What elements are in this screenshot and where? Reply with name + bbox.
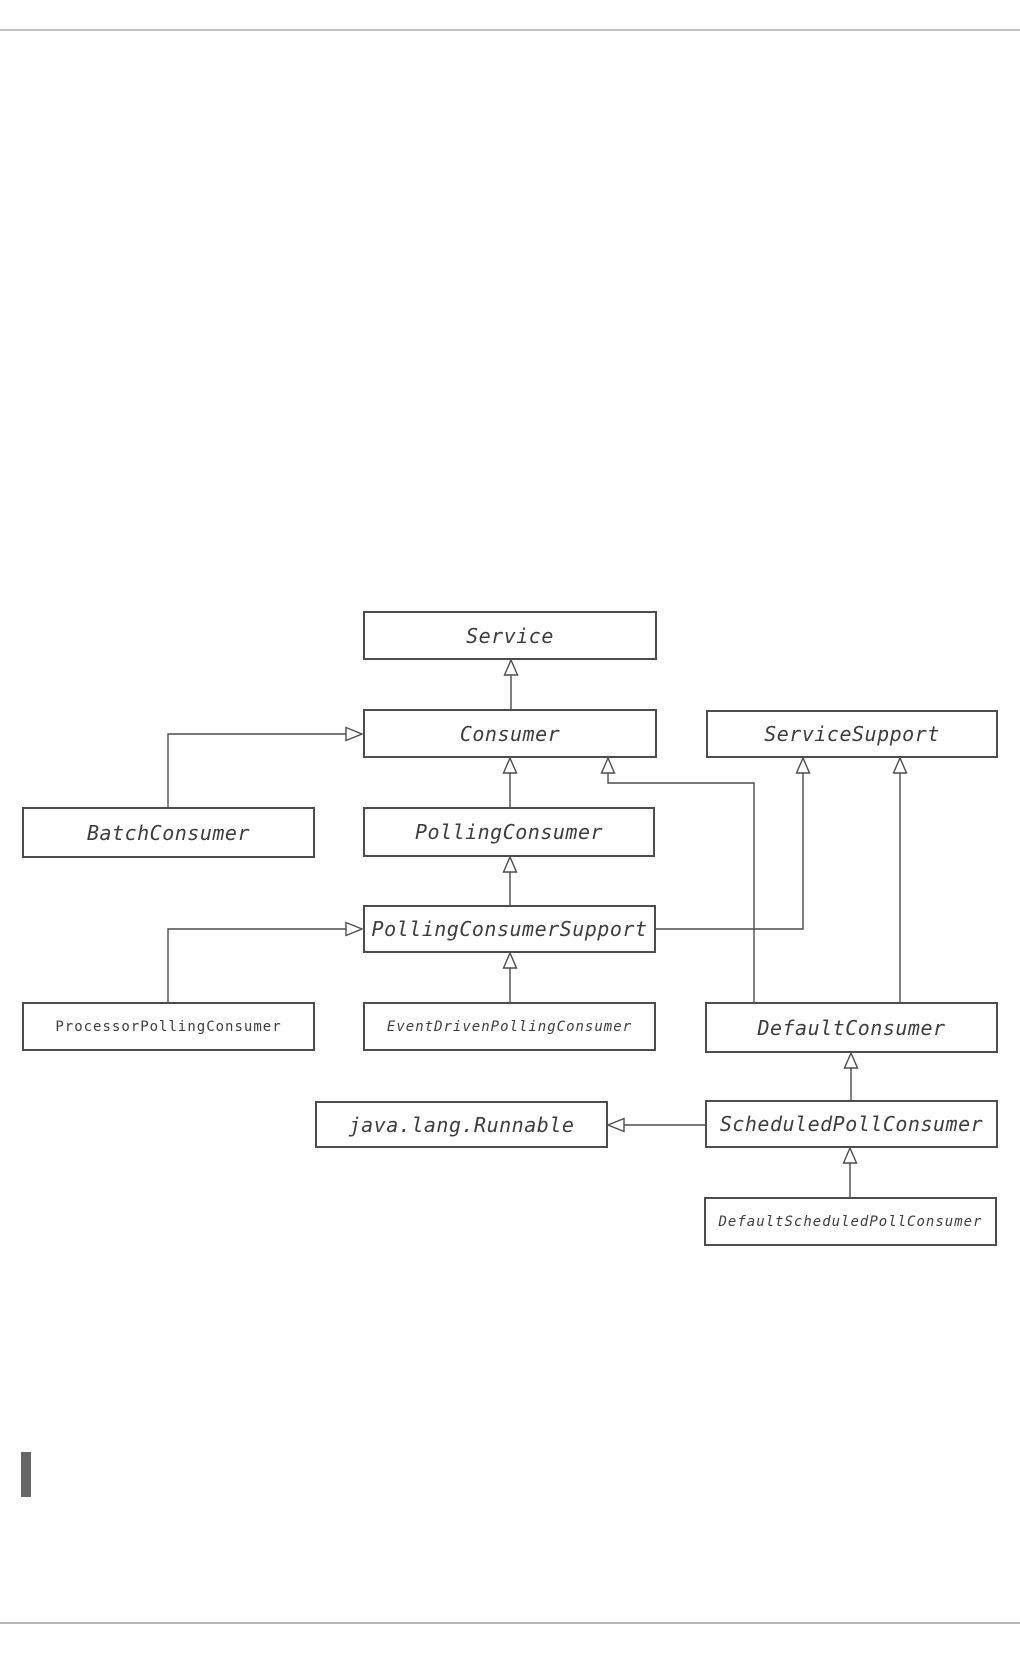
edge-consumer-to-service — [503, 658, 519, 709]
class-box-polling-consumer: PollingConsumer — [363, 807, 655, 857]
edge-scheduled-poll-consumer-to-default-consumer — [843, 1051, 859, 1100]
class-label-java-lang-runnable: java.lang.Runnable — [348, 1112, 575, 1137]
class-box-scheduled-poll-consumer: ScheduledPollConsumer — [705, 1100, 998, 1148]
bottom-divider — [0, 1622, 1020, 1624]
class-label-scheduled-poll-consumer: ScheduledPollConsumer — [719, 1112, 984, 1136]
section-marker-bar — [21, 1452, 31, 1497]
class-label-processor-polling-consumer: ProcessorPollingConsumer — [55, 1018, 282, 1035]
edge-default-scheduled-poll-consumer-to-scheduled-poll-consumer — [842, 1146, 858, 1197]
class-label-service: Service — [466, 623, 554, 648]
class-label-batch-consumer: BatchConsumer — [86, 820, 251, 845]
edge-polling-consumer-to-consumer — [502, 756, 518, 807]
class-box-batch-consumer: BatchConsumer — [22, 807, 315, 858]
class-label-polling-consumer: PollingConsumer — [414, 820, 604, 844]
class-box-event-driven-polling-consumer: EventDrivenPollingConsumer — [363, 1002, 656, 1051]
class-box-polling-consumer-support: PollingConsumerSupport — [363, 905, 656, 953]
edge-batch-consumer-to-consumer — [167, 726, 364, 807]
class-box-default-consumer: DefaultConsumer — [705, 1002, 998, 1053]
class-label-consumer: Consumer — [459, 721, 561, 746]
class-label-service-support: ServiceSupport — [764, 722, 940, 746]
edge-polling-consumer-support-to-service-support — [656, 756, 811, 930]
edge-scheduled-poll-consumer-to-runnable — [606, 1117, 705, 1133]
class-box-service-support: ServiceSupport — [706, 710, 998, 758]
edge-default-consumer-to-service-support — [892, 756, 908, 1002]
class-label-default-scheduled-poll-consumer: DefaultScheduledPollConsumer — [718, 1213, 983, 1230]
class-box-processor-polling-consumer: ProcessorPollingConsumer — [22, 1002, 315, 1051]
top-divider — [0, 29, 1020, 31]
edge-event-driven-polling-consumer-to-polling-consumer-support — [502, 951, 518, 1002]
edge-polling-consumer-support-to-polling-consumer — [502, 855, 518, 905]
class-label-event-driven-polling-consumer: EventDrivenPollingConsumer — [386, 1018, 633, 1035]
edge-processor-polling-consumer-to-polling-consumer-support — [167, 921, 364, 1002]
class-label-default-consumer: DefaultConsumer — [757, 1015, 946, 1040]
class-box-default-scheduled-poll-consumer: DefaultScheduledPollConsumer — [704, 1197, 997, 1246]
edge-default-consumer-to-consumer — [600, 756, 755, 1002]
class-box-java-lang-runnable: java.lang.Runnable — [315, 1101, 608, 1148]
class-box-service: Service — [363, 611, 657, 660]
class-box-consumer: Consumer — [363, 709, 657, 758]
class-label-polling-consumer-support: PollingConsumerSupport — [371, 917, 648, 941]
